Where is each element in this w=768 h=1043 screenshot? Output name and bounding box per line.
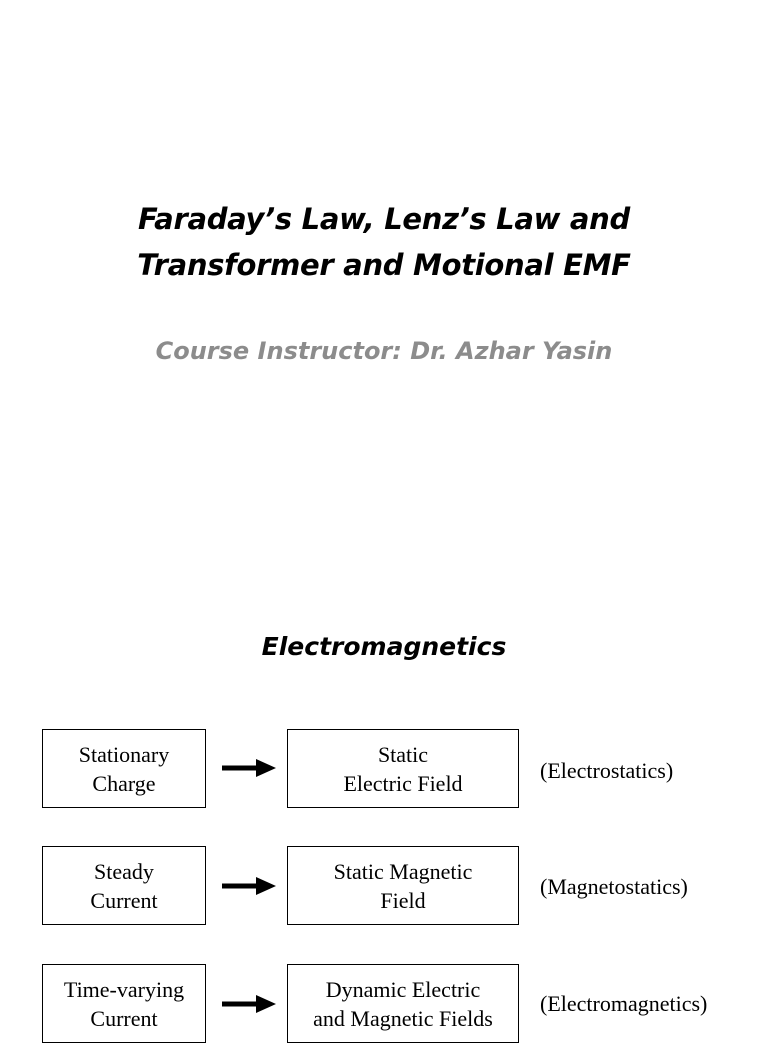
result-box-line-2: Electric Field bbox=[343, 770, 463, 796]
right-arrow-icon bbox=[222, 995, 276, 1013]
source-box-line-2: Current bbox=[90, 1005, 158, 1031]
right-arrow-icon bbox=[222, 877, 276, 895]
result-box-line-1: Static bbox=[377, 741, 429, 767]
result-box-line-2: and Magnetic Fields bbox=[313, 1005, 493, 1031]
result-box-line-1: Static Magnetic bbox=[333, 858, 473, 884]
field-type-label: (Electromagnetics) bbox=[540, 991, 708, 1016]
source-box-line-1: Steady bbox=[94, 858, 154, 884]
source-box-time-varying-current: Time-varying Current bbox=[42, 964, 206, 1043]
source-box-line-1: Stationary bbox=[78, 741, 170, 767]
result-box-line-1: Dynamic Electric bbox=[325, 976, 481, 1002]
field-type-label: (Electrostatics) bbox=[540, 758, 674, 783]
result-box-dynamic-fields: Dynamic Electric and Magnetic Fields bbox=[287, 964, 519, 1043]
right-arrow-icon bbox=[222, 759, 276, 777]
result-box-static-electric-field: Static Electric Field bbox=[287, 729, 519, 808]
section-heading: Electromagnetics bbox=[261, 632, 507, 661]
field-type-label: (Magnetostatics) bbox=[540, 874, 688, 899]
source-box-line-2: Current bbox=[90, 887, 158, 913]
source-box-line-2: Charge bbox=[92, 770, 156, 796]
course-instructor: Course Instructor: Dr. Azhar Yasin bbox=[155, 337, 613, 365]
slide-title: Faraday’s Law, Lenz’s Law and Transforme… bbox=[0, 196, 768, 288]
result-box-line-2: Field bbox=[380, 887, 426, 913]
source-box-steady-current: Steady Current bbox=[42, 846, 206, 925]
source-box-line-1: Time-varying bbox=[63, 976, 185, 1002]
result-box-static-magnetic-field: Static Magnetic Field bbox=[287, 846, 519, 925]
slide-title-line-1: Faraday’s Law, Lenz’s Law and bbox=[138, 202, 630, 236]
slide-title-line-2: Transformer and Motional EMF bbox=[137, 248, 631, 282]
source-box-stationary-charge: Stationary Charge bbox=[42, 729, 206, 808]
